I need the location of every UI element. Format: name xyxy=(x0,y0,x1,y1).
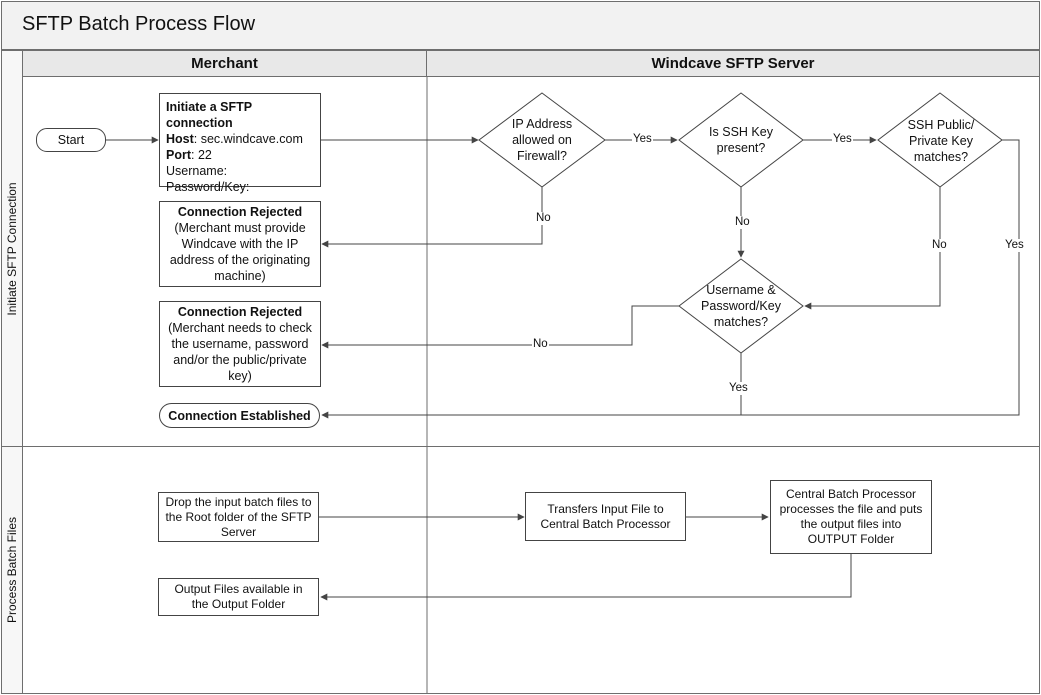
rejected-ip-heading: Connection Rejected xyxy=(177,205,303,219)
start-terminal: Start xyxy=(36,128,106,152)
drop-files-box: Drop the input batch files to the Root f… xyxy=(158,492,319,542)
edge-label-sshmatch-no: No xyxy=(931,239,948,252)
lane-header-server: Windcave SFTP Server xyxy=(426,50,1040,77)
username-label: Username: xyxy=(166,164,228,178)
decision-userpass-text: Username & Password/Key matches? xyxy=(701,283,781,329)
decision-ssh-key-text: Is SSH Key present? xyxy=(709,125,773,155)
edge-label-ip-no: No xyxy=(535,212,552,225)
edge-ip-no xyxy=(321,187,543,248)
initiate-heading: Initiate a SFTP connection xyxy=(166,100,252,130)
host-value: : sec.windcave.com xyxy=(193,132,303,146)
rejected-credentials-box: Connection Rejected (Merchant needs to c… xyxy=(159,301,321,387)
output-files-box: Output Files available in the Output Fol… xyxy=(158,578,319,616)
host-label: Host xyxy=(166,132,194,146)
port-label: Port xyxy=(166,148,191,162)
edge-sshmatch-no xyxy=(804,187,941,310)
rejected-credentials-heading: Connection Rejected xyxy=(177,305,303,319)
edge-label-userpass-yes: Yes xyxy=(728,382,749,395)
edge-userpass-no xyxy=(321,305,679,349)
edge-label-userpass-no: No xyxy=(532,338,549,351)
edge-label-sshkey-no: No xyxy=(734,216,751,229)
transfer-box: Transfers Input File to Central Batch Pr… xyxy=(525,492,686,541)
initiate-connection-box: Initiate a SFTP connection Host: sec.win… xyxy=(159,93,321,194)
swimlane-grid xyxy=(1,50,1040,694)
central-processor-box: Central Batch Processor processes the fi… xyxy=(770,480,932,554)
connection-established-terminal: Connection Established xyxy=(159,403,320,428)
rejected-ip-body: (Merchant must provide Windcave with the… xyxy=(169,221,311,283)
lane-header-merchant: Merchant xyxy=(22,50,427,77)
edge-label-sshkey-yes: Yes xyxy=(832,133,853,146)
password-label: Password/Key: xyxy=(166,180,250,194)
edge-central-to-output xyxy=(320,554,852,601)
decision-ip-text: IP Address allowed on Firewall? xyxy=(511,117,573,163)
diagram-title: SFTP Batch Process Flow xyxy=(22,13,256,35)
edge-label-ip-yes: Yes xyxy=(632,133,653,146)
rejected-ip-box: Connection Rejected (Merchant must provi… xyxy=(159,201,321,287)
port-value: : 22 xyxy=(191,148,212,162)
decision-ssh-match-text: SSH Public/ Private Key matches? xyxy=(907,118,975,164)
title-bar: SFTP Batch Process Flow xyxy=(1,1,1040,50)
edge-label-sshmatch-yes: Yes xyxy=(1004,239,1025,252)
rejected-credentials-body: (Merchant needs to check the username, p… xyxy=(168,321,312,383)
edge-sshmatch-yes xyxy=(321,139,1020,419)
